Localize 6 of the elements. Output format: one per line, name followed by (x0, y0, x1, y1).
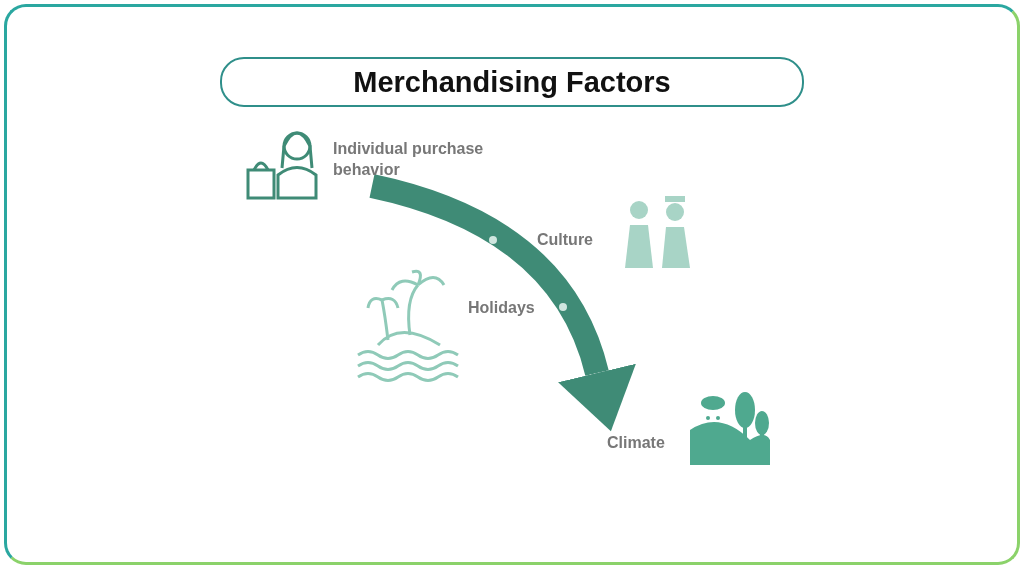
title-banner: Merchandising Factors (220, 57, 804, 107)
curved-arrow (369, 174, 636, 431)
factor-label: Culture (537, 230, 593, 250)
factor-label: Holidays (468, 298, 535, 318)
factor-label: Individual purchase behavior (333, 138, 498, 180)
factor-label: Climate (607, 432, 677, 453)
